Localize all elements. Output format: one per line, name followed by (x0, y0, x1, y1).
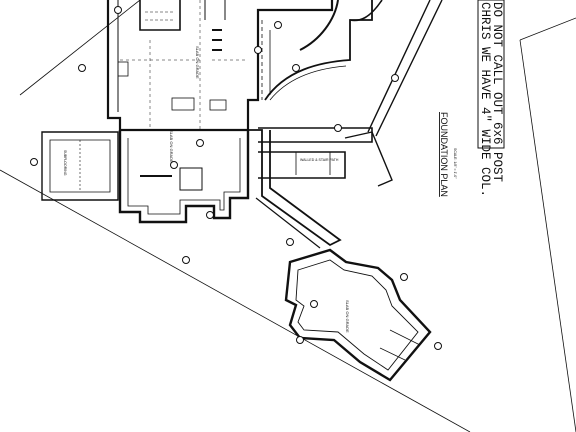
callout-marker (310, 300, 318, 308)
callout-marker (196, 139, 204, 147)
site-boundary-line (0, 169, 471, 432)
callout-marker (274, 21, 282, 29)
callout-marker (400, 273, 408, 281)
curved-wall (264, 0, 373, 101)
callout-marker (391, 74, 399, 82)
plan-title: FOUNDATION PLAN (439, 112, 449, 197)
subflooring-label: SUBFLOORING (63, 150, 67, 176)
note-line-2: DO NOT CALL OUT 6x6 POST (490, 2, 504, 183)
callout-marker (434, 342, 442, 350)
site-boundary-line (519, 17, 576, 41)
slab-label-left: SLAB ON GRADE (169, 130, 174, 163)
interior-pad (179, 167, 203, 191)
callout-marker (182, 256, 190, 264)
slab-label-main: SLAB ON GRADE (195, 46, 200, 79)
note-line-1: CHRIS WE HAVE 4" WIDE COL. (478, 2, 492, 197)
callout-marker (170, 161, 178, 169)
callout-marker (292, 64, 300, 72)
callout-marker (286, 238, 294, 246)
callout-marker (254, 46, 262, 54)
plan-scale-note: SCALE: 1/8" = 1'-0" (453, 148, 457, 179)
callout-marker (30, 158, 38, 166)
callout-markers (30, 6, 442, 350)
diagonal-wall (367, 0, 443, 137)
note-box: CHRIS WE HAVE 4" WIDE COL. DO NOT CALL O… (477, 0, 505, 197)
site-boundary-line (19, 0, 141, 96)
callout-marker (296, 336, 304, 344)
annotation-labels: SLAB ON GRADE (169, 130, 174, 163)
left-wing-outline (41, 131, 119, 201)
core-wall-outline (118, 130, 250, 224)
callout-marker (334, 124, 342, 132)
callout-marker (206, 211, 214, 219)
callout-marker (78, 64, 86, 72)
connector-corridor (248, 129, 342, 247)
slab-label-bottom: SLAB ON GRADE (345, 300, 350, 333)
callout-marker (114, 6, 122, 14)
site-boundary-line (519, 39, 576, 432)
walkway-label: WALLED & STAIR PATH (300, 158, 339, 162)
garage-outline (284, 248, 432, 382)
